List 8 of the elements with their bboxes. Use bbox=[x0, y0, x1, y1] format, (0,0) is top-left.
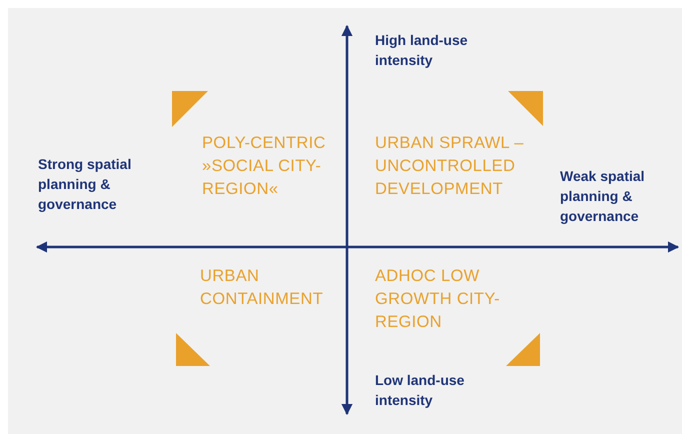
quadrant-label: URBAN SPRAWL – UNCONTROLLED DEVELOPMENT bbox=[375, 133, 525, 200]
axis-label: Low land-use intensity bbox=[375, 371, 466, 410]
axis-label: Strong spatial planning & governance bbox=[38, 155, 132, 214]
quadrant-label: ADHOC LOW GROWTH CITY-REGION bbox=[375, 266, 500, 333]
quadrant-label: URBAN CONTAINMENT bbox=[200, 266, 324, 310]
quadrant-label: POLY-CENTRIC »SOCIAL CITY-REGION« bbox=[202, 133, 327, 200]
axis-label: Weak spatial planning & governance bbox=[560, 167, 646, 226]
axis-label: High land-use intensity bbox=[375, 31, 469, 70]
